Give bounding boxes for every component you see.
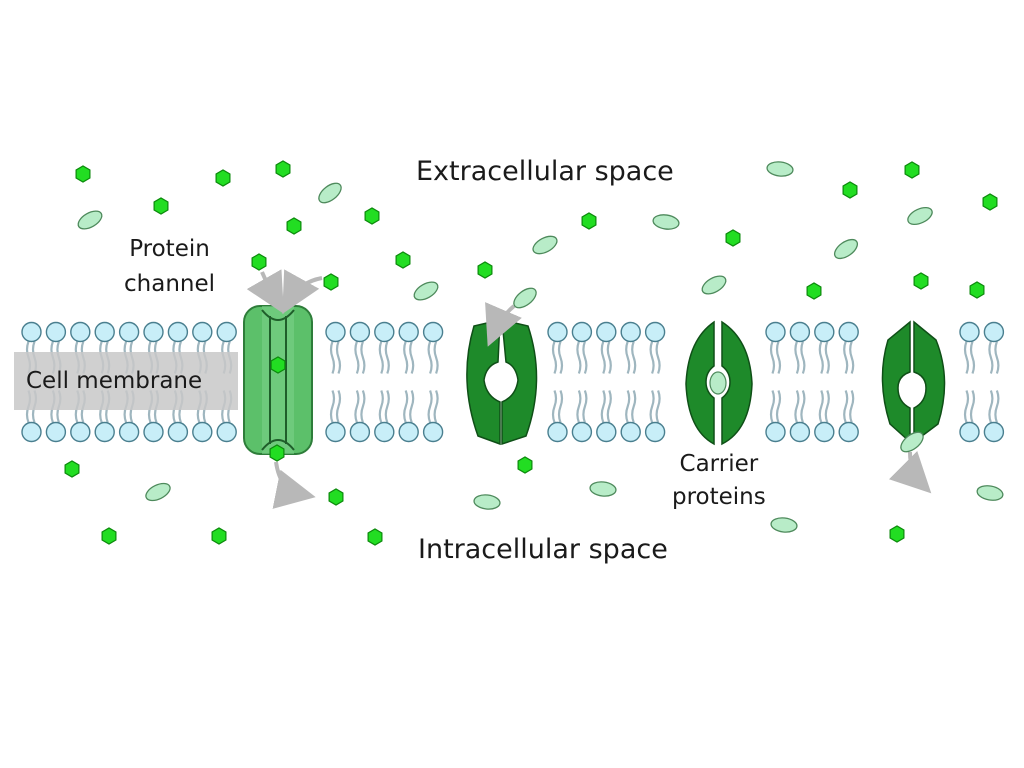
small-molecule-hexagon-icon <box>323 273 339 291</box>
molecules <box>64 160 1004 546</box>
large-molecule-ellipse-icon <box>413 281 439 301</box>
small-molecule-hexagon-icon <box>842 181 858 199</box>
protein-channel <box>243 305 313 455</box>
large-molecule-ellipse-icon <box>652 214 680 230</box>
small-molecule-hexagon-icon <box>904 161 920 179</box>
small-molecule-hexagon-icon <box>153 197 169 215</box>
small-molecule-hexagon-icon <box>913 272 929 290</box>
lipid-molecule <box>983 321 1005 443</box>
small-molecule-hexagon-icon <box>889 525 905 543</box>
lipid-molecule <box>374 321 395 443</box>
small-molecule-hexagon-icon <box>211 527 227 545</box>
lipid-molecule <box>349 321 371 443</box>
large-molecule-ellipse-icon <box>907 206 933 226</box>
lipid-molecule <box>21 321 42 443</box>
large-molecule-ellipse-icon <box>145 482 171 502</box>
lipid-molecule <box>325 321 346 443</box>
small-molecule-hexagon-icon <box>581 212 597 230</box>
large-molecule-ellipse-icon <box>473 494 501 510</box>
large-molecule-ellipse-icon <box>976 485 1004 501</box>
large-molecule-ellipse-icon <box>318 182 342 204</box>
lipid-molecule <box>765 321 786 443</box>
small-molecule-hexagon-icon <box>982 193 998 211</box>
small-molecule-hexagon-icon <box>477 261 493 279</box>
lipid-molecule <box>571 321 593 443</box>
carrier-protein-open-outside <box>466 319 538 446</box>
small-molecule-hexagon-icon <box>328 488 344 506</box>
large-molecule-ellipse-icon <box>77 210 103 230</box>
small-molecule-hexagon-icon <box>215 169 231 187</box>
small-molecule-hexagon-icon <box>364 207 380 225</box>
carrier-proteins-label-line2: proteins <box>672 484 766 511</box>
protein-channel-label: Protein channel <box>124 232 215 301</box>
carrier-proteins-label-line1: Carrier <box>679 451 759 477</box>
large-molecule-ellipse-icon <box>589 481 617 497</box>
large-molecule-ellipse-icon <box>770 517 798 533</box>
small-molecule-hexagon-icon <box>101 527 117 545</box>
lipid-molecule <box>644 321 666 443</box>
small-molecule-hexagon-icon <box>286 217 302 235</box>
arrow-into-channel-2 <box>282 269 323 314</box>
small-molecule-hexagon-icon <box>517 456 533 474</box>
lipid-molecule <box>422 321 444 443</box>
small-molecule-hexagon-icon <box>75 165 91 183</box>
lipid-molecule <box>789 321 811 443</box>
membrane-proteins <box>243 305 946 455</box>
lipid-molecule <box>959 321 980 443</box>
small-molecule-hexagon-icon <box>269 444 285 462</box>
arrow-into-carrier <box>485 302 522 347</box>
large-molecule-ellipse-icon <box>513 287 537 309</box>
cell-membrane-label: Cell membrane <box>14 352 238 410</box>
small-molecule-hexagon-icon <box>270 356 286 374</box>
large-molecule-ellipse-icon <box>766 161 794 177</box>
small-molecule-hexagon-icon <box>367 528 383 546</box>
lipid-molecule <box>596 321 617 443</box>
small-molecule-hexagon-icon <box>64 460 80 478</box>
lipid-molecule <box>398 321 419 443</box>
large-molecule-ellipse-icon <box>701 275 727 295</box>
lipid-molecule <box>620 321 641 443</box>
transport-arrows <box>246 269 932 509</box>
small-molecule-hexagon-icon <box>275 160 291 178</box>
carrier-protein-open-inside <box>881 320 946 444</box>
lipid-molecule <box>547 321 568 443</box>
lipid-molecule <box>838 321 859 443</box>
protein-channel-label-line1: Protein <box>129 236 210 262</box>
extracellular-space-label: Extracellular space <box>416 156 674 187</box>
small-molecule-hexagon-icon <box>806 282 822 300</box>
small-molecule-hexagon-icon <box>969 281 985 299</box>
protein-channel-label-line2: channel <box>124 270 216 297</box>
small-molecule-hexagon-icon <box>395 251 411 269</box>
carrier-proteins-label: Carrier proteins <box>672 448 766 515</box>
intracellular-space-label: Intracellular space <box>418 534 668 565</box>
large-molecule-ellipse-icon <box>532 235 558 255</box>
arrow-into-channel-1 <box>246 269 284 314</box>
small-molecule-hexagon-icon <box>251 253 267 271</box>
arrow-out-of-carrier <box>888 450 932 494</box>
large-molecule-ellipse-icon <box>900 431 924 453</box>
lipid-molecule <box>814 321 835 443</box>
small-molecule-hexagon-icon <box>725 229 741 247</box>
carrier-protein-closed <box>685 320 753 446</box>
large-molecule-ellipse-icon <box>833 238 859 260</box>
arrow-out-of-channel <box>272 461 316 509</box>
